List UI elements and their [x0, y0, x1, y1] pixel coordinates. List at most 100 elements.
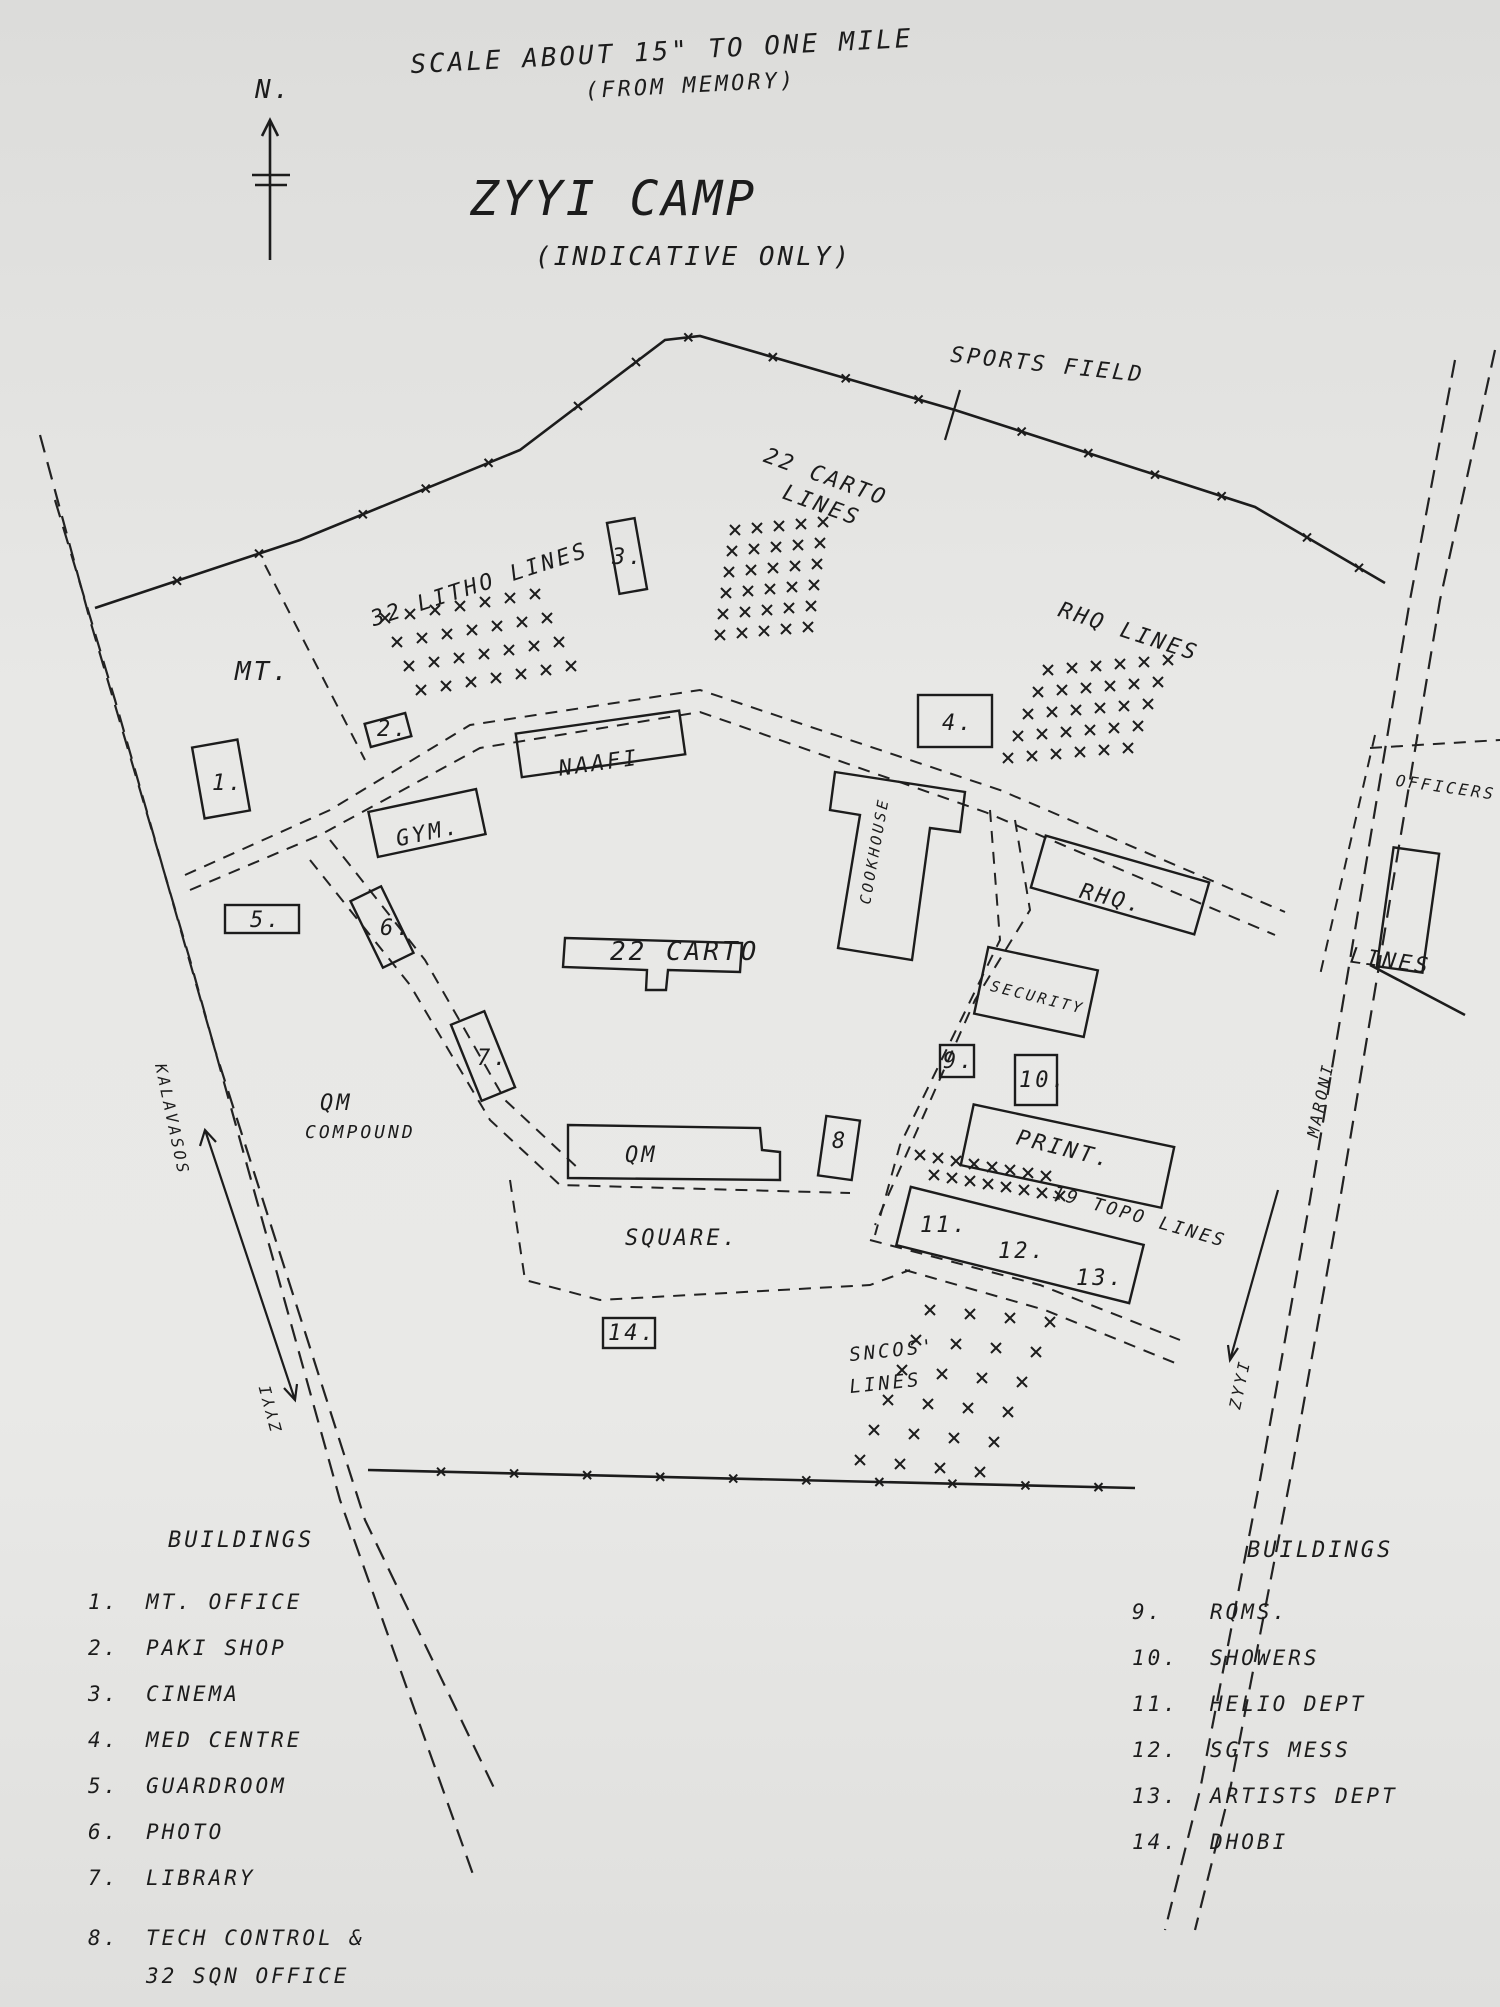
track-south-east-inner — [904, 1269, 1181, 1366]
tent-mark — [528, 640, 540, 652]
tent-mark — [1002, 1406, 1014, 1418]
legend-num: 4. — [88, 1728, 120, 1752]
legend-left: BUILDINGS 1.MT. OFFICE 2.PAKI SHOP 3.CIN… — [88, 1528, 365, 1991]
legend-name: PHOTO — [146, 1820, 225, 1844]
tent-mark — [1016, 426, 1027, 437]
tent-mark — [503, 644, 515, 656]
tent-mark — [950, 1155, 962, 1167]
building-number: 4. — [942, 711, 975, 736]
tent-mark — [1132, 720, 1144, 732]
tent-mark — [761, 604, 773, 616]
officers-lines-label: OFFICERS — [1395, 771, 1498, 804]
tent-mark — [1084, 724, 1096, 736]
tent-mark — [910, 1334, 922, 1346]
legend-heading: BUILDINGS — [168, 1528, 315, 1553]
tent-mark — [1036, 1187, 1048, 1199]
tent-mark — [922, 1398, 934, 1410]
tent-mark — [429, 604, 441, 616]
building-number: 1. — [212, 771, 245, 796]
arrow-head-icon — [283, 1383, 299, 1403]
carto-22-label: 22 CARTO — [610, 937, 759, 967]
tent-mark — [440, 680, 452, 692]
legend-item: 11.HELIO DEPT — [1132, 1681, 1398, 1727]
legend-name: DHOBI — [1210, 1830, 1289, 1854]
tent-mark — [1094, 702, 1106, 714]
tent-mark — [924, 1304, 936, 1316]
tent-mark — [714, 629, 726, 641]
tent-mark — [736, 627, 748, 639]
tent-mark — [841, 373, 851, 383]
legend-item: 7.LIBRARY — [88, 1855, 365, 1901]
track-south-east — [869, 1239, 1181, 1341]
security-label: SECURITY — [989, 977, 1087, 1018]
tent-mark — [1138, 656, 1150, 668]
sncos-lines-label: LINES — [848, 1369, 922, 1398]
tent-mark — [854, 1454, 866, 1466]
building-photo — [348, 884, 416, 970]
tent-mark — [1152, 676, 1164, 688]
tent-mark — [509, 1468, 519, 1479]
tent-mark — [908, 1428, 920, 1440]
tent-mark — [404, 608, 416, 620]
tent-mark — [1042, 664, 1054, 676]
building-cinema — [605, 516, 649, 596]
tent-mark — [478, 648, 490, 660]
tent-mark — [947, 1479, 958, 1489]
building-naafi — [514, 709, 687, 779]
building-guardroom — [223, 903, 301, 935]
tent-mark — [1074, 746, 1086, 758]
legend-num: 5. — [88, 1774, 120, 1798]
tent-mark — [465, 676, 477, 688]
legend-item: 3.CINEMA — [88, 1671, 365, 1717]
legend-num: 11. — [1132, 1692, 1179, 1716]
maroni-arrow-icon — [1228, 1189, 1280, 1361]
tent-mark — [515, 668, 527, 680]
tent-mark — [172, 576, 182, 586]
tent-mark — [565, 660, 577, 672]
legend-item: 13.ARTISTS DEPT — [1132, 1773, 1398, 1819]
tent-mark — [479, 596, 491, 608]
building-helio-sgts-artists — [894, 1185, 1146, 1305]
track-east-inner — [874, 819, 1032, 1226]
tent-mark — [964, 1308, 976, 1320]
tent-mark — [1030, 1346, 1042, 1358]
tent-mark — [882, 1394, 894, 1406]
legend-num: 14. — [1132, 1830, 1179, 1854]
legend-item: 12.SGTS MESS — [1132, 1727, 1398, 1773]
qm-label: QM — [625, 1143, 658, 1168]
tent-mark — [739, 606, 751, 618]
tent-mark — [874, 1477, 885, 1487]
tent-mark — [748, 543, 760, 555]
legend-right: BUILDINGS 9.RQMS. 10.SHOWERS 11.HELIO DE… — [1132, 1538, 1398, 1865]
tent-mark — [441, 628, 453, 640]
tent-mark — [720, 587, 732, 599]
tent-mark — [1002, 752, 1014, 764]
building-security — [972, 945, 1100, 1039]
north-arrow-icon — [252, 117, 290, 260]
tent-mark — [454, 600, 466, 612]
topo-lines-label: 19 TOPO LINES — [1050, 1182, 1229, 1252]
tent-mark — [1040, 1170, 1052, 1182]
building-number: 14. — [608, 1321, 657, 1346]
tent-mark — [745, 564, 757, 576]
tent-mark — [1036, 728, 1048, 740]
tent-mark — [1018, 1184, 1030, 1196]
tent-mark — [582, 1470, 592, 1480]
building-med-centre — [916, 693, 994, 749]
legend-num: 8. — [88, 1926, 120, 1950]
tent-mark — [817, 516, 829, 528]
tent-mark — [1016, 1376, 1028, 1388]
tent-mark — [379, 612, 391, 624]
legend-item: 14. DHOBI — [1132, 1819, 1398, 1865]
tent-mark — [1020, 1480, 1031, 1491]
tent-mark — [768, 352, 778, 362]
track-west-loop — [309, 859, 851, 1194]
mt-label: MT. — [234, 657, 291, 687]
building-number: 5. — [250, 908, 283, 933]
legend-name: 32 SQN OFFICE — [146, 1964, 350, 1988]
building-cookhouse — [828, 770, 967, 962]
tent-mark — [541, 612, 553, 624]
tent-mark — [540, 664, 552, 676]
track-officers — [1319, 734, 1376, 976]
maroni-label: MARONI — [1303, 1061, 1338, 1140]
